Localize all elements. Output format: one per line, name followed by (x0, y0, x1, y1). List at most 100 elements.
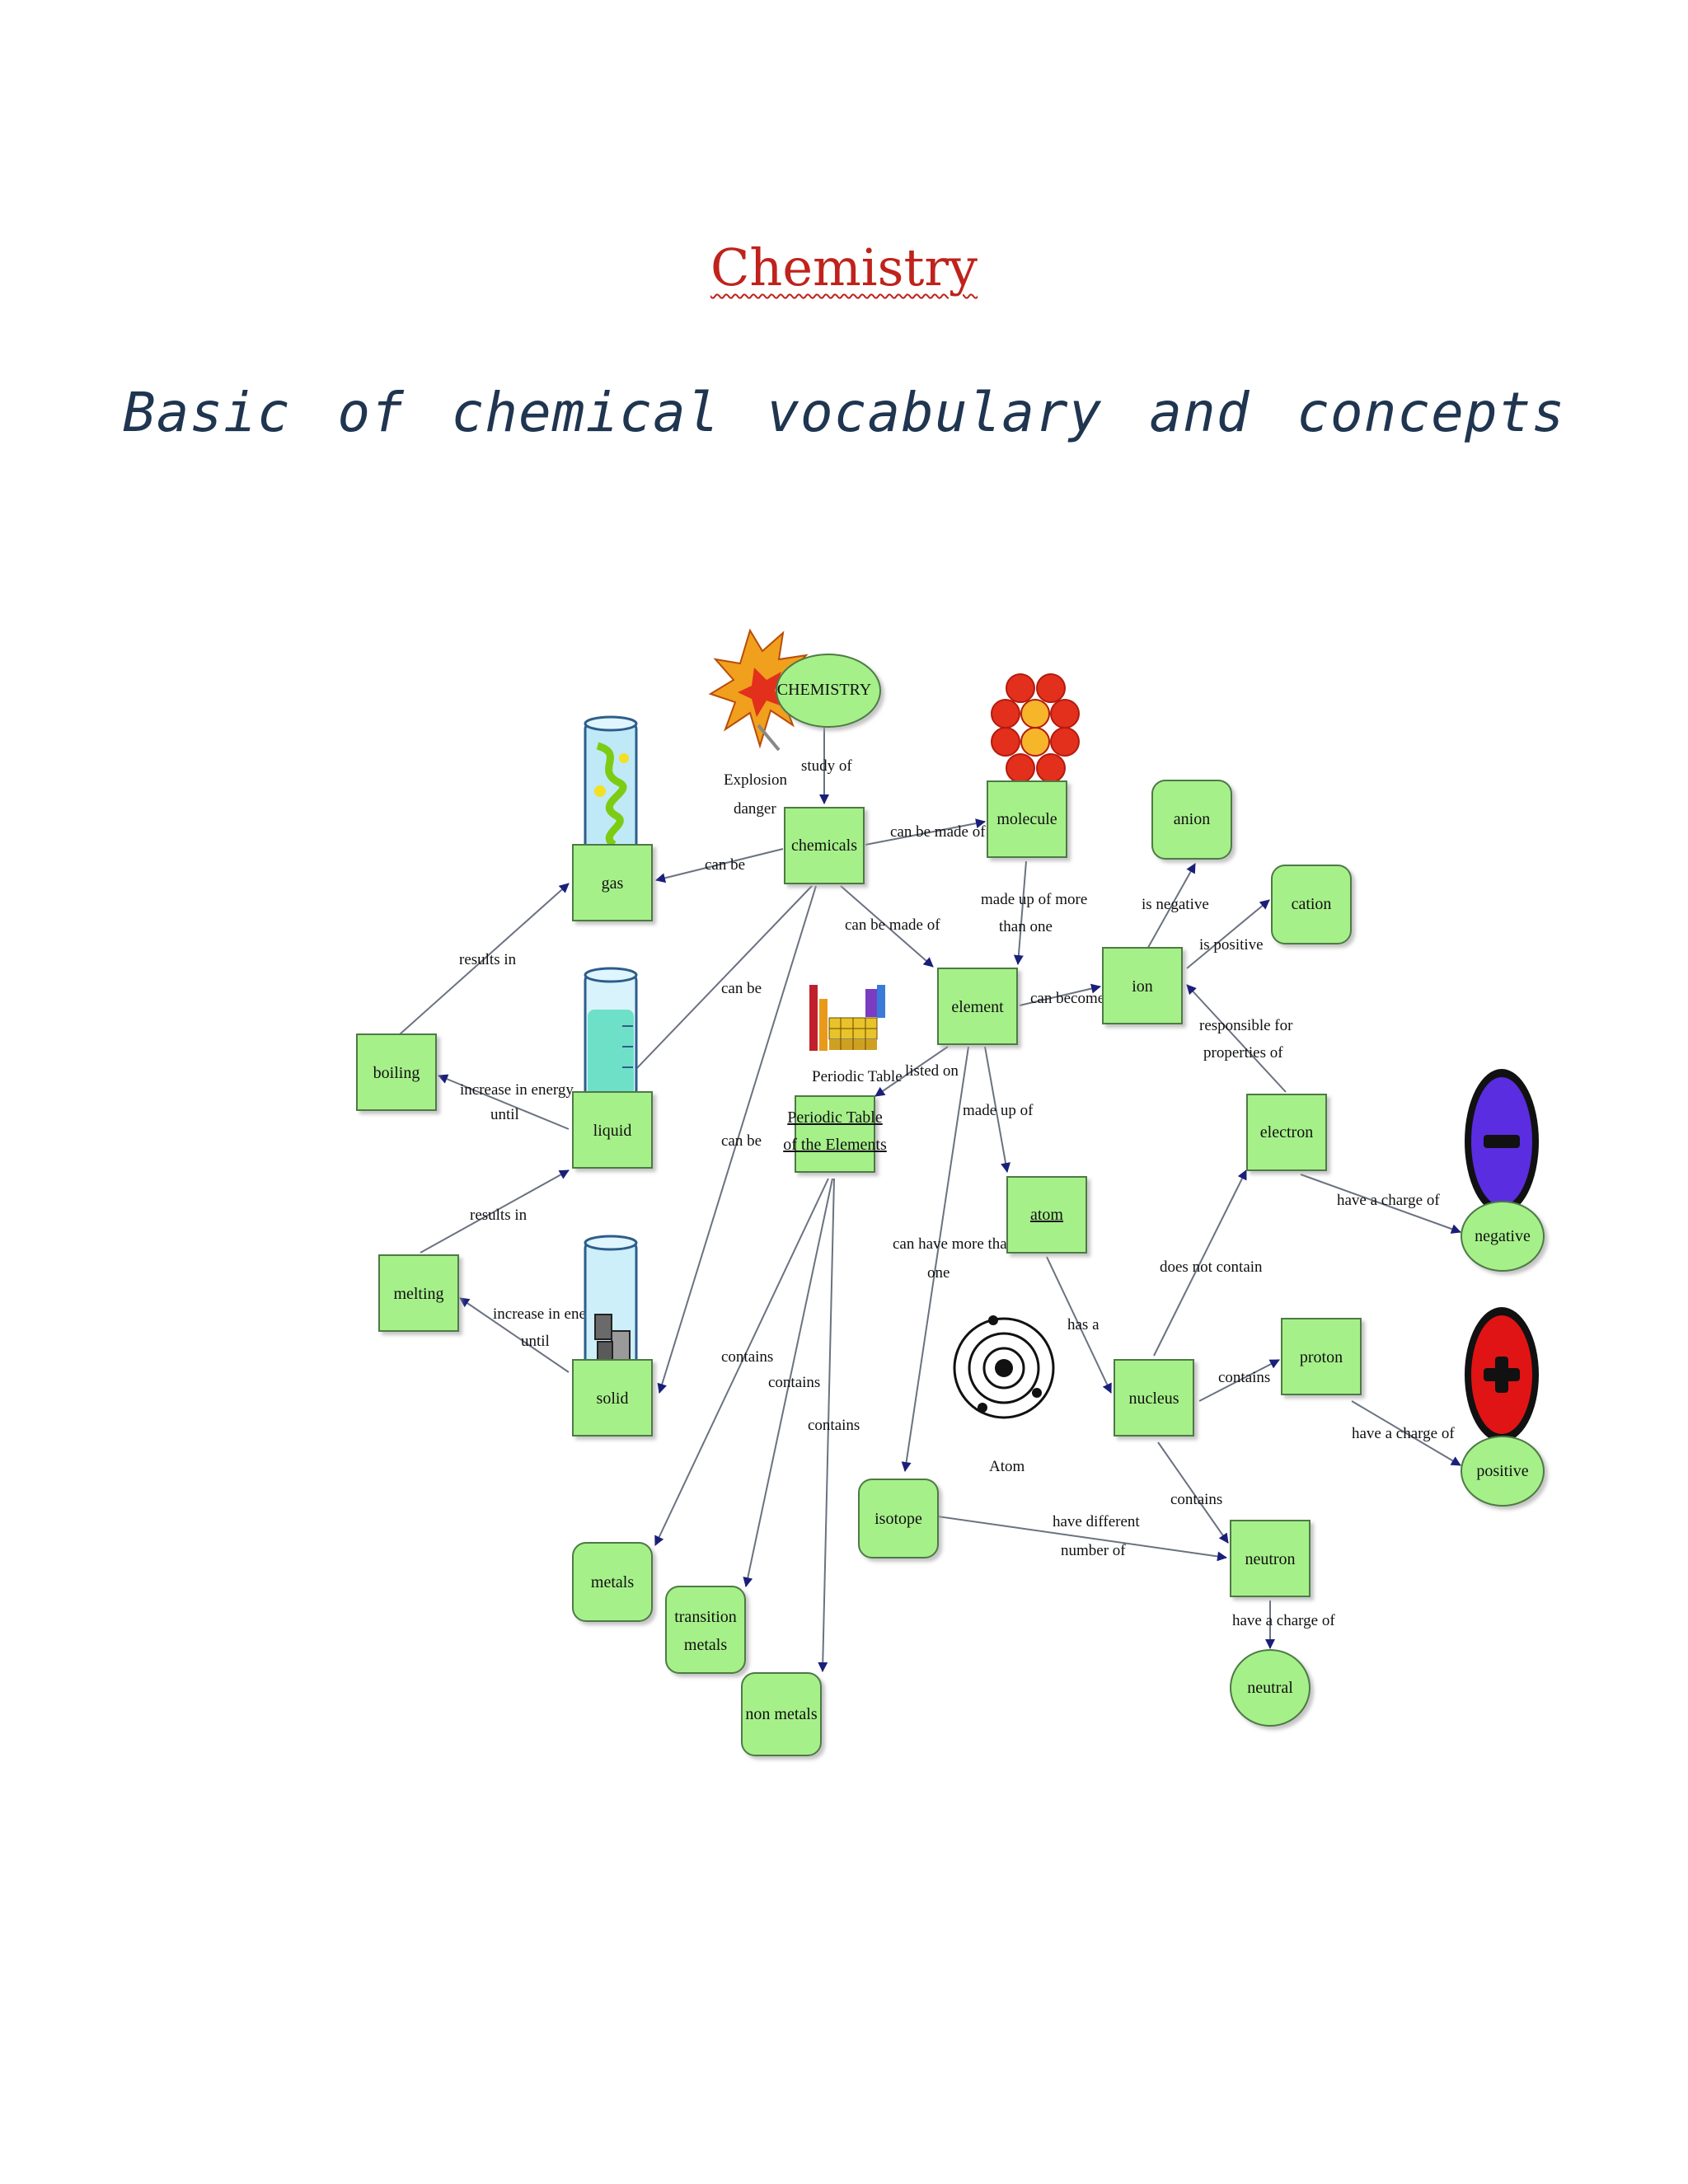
edge-element-isotope (901, 1046, 969, 1472)
node-label-proton: proton (1300, 1348, 1343, 1366)
node-label-electron: electron (1260, 1123, 1313, 1141)
link-label-is-positive: is positive (1199, 936, 1264, 954)
node-positive (1461, 1436, 1545, 1507)
link-label-have-charge-positive: have a charge of (1352, 1425, 1455, 1442)
edges (399, 717, 1461, 1672)
node-label-atom[interactable]: atom (1030, 1206, 1063, 1224)
edge-boiling-gas (399, 883, 570, 1035)
edge-chemicals-liquid (613, 885, 813, 1093)
node-label-ion: ion (1132, 977, 1153, 996)
link-label-have-charge-negative: have a charge of (1337, 1192, 1440, 1209)
node-label-boiling: boiling (373, 1064, 420, 1082)
node-melting (378, 1254, 459, 1332)
edge-periodic-table-transition (743, 1178, 833, 1587)
negative-sign-icon (1465, 1069, 1539, 1214)
link-label-responsible-line1: responsible for (1199, 1017, 1293, 1034)
explosion-icon (708, 628, 812, 752)
node-label-chemicals: chemicals (791, 837, 857, 855)
node-label-negative: negative (1475, 1227, 1531, 1245)
node-liquid (572, 1091, 653, 1169)
node-label-nucleus: nucleus (1128, 1390, 1179, 1408)
edge-isotope-neutron (937, 1516, 1227, 1562)
node-label-transition-line2: metals (684, 1636, 727, 1654)
page-subtitle: Basic of chemical vocabulary and concept… (122, 381, 1566, 444)
node-label-gas: gas (602, 874, 624, 893)
edge-nucleus-proton (1198, 1359, 1280, 1402)
edge-molecule-element (1013, 860, 1027, 965)
link-label-made-up-line1: made up of more (981, 891, 1087, 908)
edge-chemicals-molecule (865, 818, 986, 846)
node-non-metals (741, 1672, 822, 1756)
link-label-can-be-made-of-element: can be made of (845, 916, 940, 934)
node-neutral (1230, 1649, 1311, 1727)
periodic-table-caption: Periodic Table (812, 1068, 903, 1085)
node-solid (572, 1359, 653, 1436)
edge-chemicals-solid (657, 885, 817, 1394)
link-label-made-up-of-atom: made up of (963, 1102, 1034, 1119)
link-label-study-of: study of (801, 757, 852, 775)
link-label-results-in-liquid: results in (470, 1207, 528, 1224)
node-label-liquid: liquid (593, 1122, 632, 1140)
node-label-anion: anion (1174, 810, 1210, 828)
node-chemistry (776, 654, 881, 728)
node-atom (1006, 1176, 1087, 1254)
node-label-neutral: neutral (1247, 1679, 1293, 1697)
node-label-periodic-table-line1[interactable]: Periodic Table (787, 1108, 883, 1127)
link-label-is-negative: is negative (1142, 896, 1209, 913)
liquid-beaker-icon (584, 967, 638, 1102)
edge-liquid-boiling (438, 1074, 570, 1130)
link-label-contains-neutron: contains (1170, 1491, 1222, 1508)
edge-element-atom (984, 1046, 1010, 1173)
node-isotope (858, 1479, 939, 1558)
node-neutron (1230, 1520, 1311, 1597)
edge-chemicals-gas (655, 848, 784, 883)
node-label-solid: solid (597, 1390, 629, 1408)
node-labels: CHEMISTRY chemicals molecule gas liquid … (373, 681, 1531, 1723)
link-label-responsible-line2: properties of (1203, 1044, 1283, 1062)
edge-nucleus-electron (1153, 1169, 1247, 1357)
link-label-can-become: can become (1030, 990, 1104, 1007)
link-label-increase-liquid-line1: increase in energy (460, 1081, 574, 1099)
node-label-metals: metals (591, 1573, 634, 1591)
link-label-contains-transition: contains (768, 1374, 820, 1391)
link-label-contains-non-metals: contains (808, 1417, 860, 1434)
link-label-have-different-line1: have different (1053, 1513, 1140, 1530)
node-proton (1281, 1318, 1362, 1395)
edge-electron-negative (1300, 1174, 1461, 1234)
edge-electron-ion (1186, 984, 1287, 1093)
node-label-neutron: neutron (1245, 1550, 1295, 1568)
link-label-contains-proton: contains (1218, 1369, 1270, 1386)
nodes (356, 654, 1545, 1756)
node-nucleus (1114, 1359, 1194, 1436)
link-label-can-be-gas: can be (705, 856, 745, 874)
atom-icon (953, 1315, 1055, 1419)
node-anion (1151, 780, 1232, 860)
link-label-can-have-line2: one (927, 1264, 950, 1282)
link-label-does-not-contain: does not contain (1160, 1258, 1263, 1276)
node-label-molecule: molecule (996, 810, 1057, 828)
gas-beaker-icon (584, 715, 638, 855)
node-element (937, 968, 1018, 1045)
periodic-table-icon (808, 985, 886, 1051)
edge-nucleus-neutron (1157, 1441, 1229, 1544)
solid-beaker-icon (584, 1235, 638, 1370)
node-ion (1102, 947, 1183, 1024)
atom-caption: Atom (989, 1458, 1025, 1475)
link-label-can-be-liquid: can be (721, 980, 762, 997)
link-label-have-different-line2: number of (1061, 1542, 1126, 1559)
link-labels: study of can be can be made of can be ma… (459, 757, 1455, 1629)
node-cation (1271, 865, 1352, 944)
node-label-periodic-table-line2[interactable]: of the Elements (783, 1136, 887, 1154)
node-transition-metals (665, 1586, 746, 1674)
edge-element-periodic-table (874, 1046, 949, 1097)
link-label-have-charge-neutral: have a charge of (1232, 1612, 1335, 1629)
link-label-increase-solid-line1: increase in energy (493, 1305, 607, 1323)
link-label-can-be-made-of-molecule: can be made of (890, 823, 986, 841)
edge-atom-nucleus (1046, 1256, 1112, 1394)
link-label-can-be-solid: can be (721, 1132, 762, 1150)
node-label-melting: melting (393, 1285, 443, 1303)
link-label-has-a: has a (1067, 1316, 1100, 1333)
link-label-made-up-line2: than one (999, 918, 1053, 935)
edge-periodic-table-non-metals (818, 1178, 835, 1672)
link-label-results-in-gas: results in (459, 951, 517, 968)
